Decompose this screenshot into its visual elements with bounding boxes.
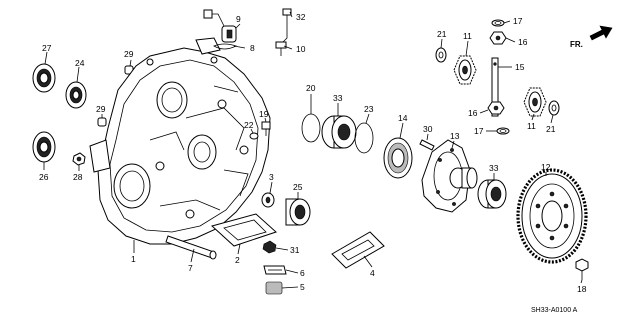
part-16-pinion-gear-a <box>489 31 507 45</box>
callout-19: 19 <box>259 109 269 119</box>
callout-12: 12 <box>541 162 551 172</box>
callout-33b: 33 <box>489 163 499 173</box>
callout-30: 30 <box>423 124 433 134</box>
part-33-bearing-a <box>321 115 357 149</box>
part-11-side-gear-b <box>523 87 547 117</box>
part-22-washer <box>249 132 259 140</box>
callout-29b: 29 <box>96 104 106 114</box>
callout-16a: 16 <box>518 37 528 47</box>
callout-26: 26 <box>39 172 49 182</box>
callout-1: 1 <box>131 254 136 264</box>
callout-8: 8 <box>250 43 255 53</box>
callout-10: 10 <box>296 44 306 54</box>
part-33-bearing-b <box>477 179 507 209</box>
part-11-side-gear-a <box>453 55 477 85</box>
callout-11b: 11 <box>527 121 536 131</box>
callout-33a: 33 <box>333 93 343 103</box>
front-arrow-icon <box>589 25 613 41</box>
callout-31: 31 <box>290 245 300 255</box>
part-3-magnet <box>261 192 275 208</box>
callout-29a: 29 <box>124 49 134 59</box>
part-2-guide-plate <box>210 213 277 247</box>
front-direction-label: FR. <box>570 40 583 49</box>
part-5-cap <box>265 281 283 295</box>
part-21-thrust-washer-b <box>548 100 560 116</box>
callout-27: 27 <box>42 43 52 53</box>
part-17-washer-a <box>491 19 505 27</box>
callout-21a: 21 <box>437 29 447 39</box>
callout-3: 3 <box>269 172 274 182</box>
callout-28: 28 <box>73 172 83 182</box>
callout-20: 20 <box>306 83 316 93</box>
callout-11a: 11 <box>463 31 472 41</box>
part-28-nut <box>72 152 86 166</box>
part-23-shim <box>354 122 374 154</box>
callout-22: 22 <box>244 120 254 130</box>
callout-4: 4 <box>370 268 375 278</box>
diagram-code: SH33-A0100 A <box>531 307 578 314</box>
part-30-pin <box>419 139 435 151</box>
part-21-thrust-washer-a <box>435 47 447 63</box>
part-4-plate <box>331 231 385 269</box>
callout-13: 13 <box>450 131 460 141</box>
callout-2: 2 <box>235 255 240 265</box>
part-32-bolt <box>282 8 292 22</box>
part-13-differential-carrier <box>421 139 478 213</box>
part-10-dipstick <box>275 22 288 56</box>
callout-17b: 17 <box>474 126 484 136</box>
callout-17a: 17 <box>513 16 523 26</box>
part-18-bolt <box>575 258 589 280</box>
part-14-plate <box>383 137 413 179</box>
part-1-transmission-housing <box>89 37 271 245</box>
callout-32: 32 <box>296 12 306 22</box>
part-12-final-driven-gear <box>516 168 588 264</box>
part-24-bearing <box>65 81 87 109</box>
callout-15: 15 <box>515 62 525 72</box>
part-25-bearing <box>285 198 311 226</box>
callout-16b: 16 <box>468 108 478 118</box>
part-6-clip <box>263 265 287 275</box>
part-15-pinion-shaft <box>491 57 499 117</box>
callout-5: 5 <box>300 282 305 292</box>
callout-9: 9 <box>236 14 241 24</box>
callout-24: 24 <box>75 58 85 68</box>
part-20-snap-ring <box>301 113 321 143</box>
part-31-bolt <box>262 240 277 254</box>
callout-25: 25 <box>293 182 303 192</box>
callout-23: 23 <box>364 104 374 114</box>
part-26-bearing <box>32 131 56 163</box>
leader-lines <box>43 11 583 289</box>
part-29-dowel-pin-b <box>97 117 107 127</box>
callout-7: 7 <box>188 263 193 273</box>
part-9-sensor <box>203 9 237 43</box>
part-16-pinion-gear-b <box>487 101 505 115</box>
part-27-bearing <box>32 63 56 93</box>
part-17-washer-b <box>496 127 510 135</box>
callout-21b: 21 <box>546 124 556 134</box>
callout-14: 14 <box>398 113 408 123</box>
callout-6: 6 <box>300 268 305 278</box>
callout-18: 18 <box>577 284 587 294</box>
part-7-shaft <box>165 235 217 260</box>
